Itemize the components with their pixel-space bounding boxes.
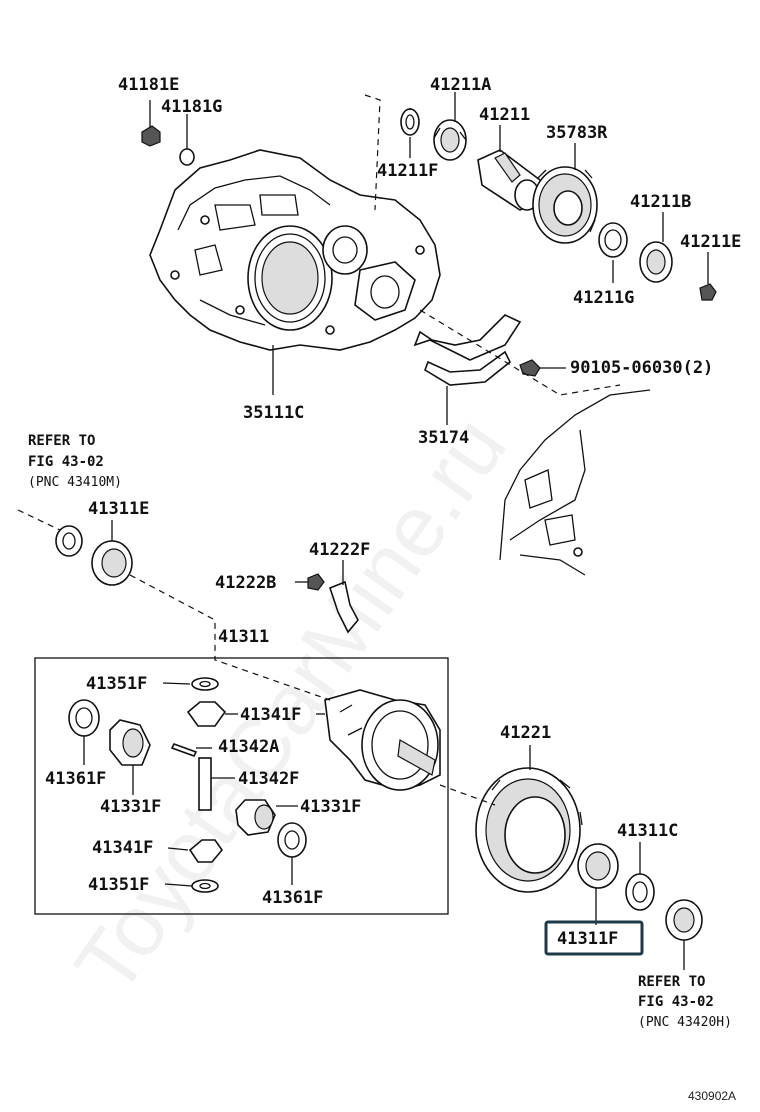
label-41221: 41221 xyxy=(500,723,551,743)
refer-top-line2: FIG 43-02 xyxy=(28,454,104,470)
label-41311F-highlighted[interactable]: 41311F xyxy=(557,929,618,949)
label-41222B: 41222B xyxy=(215,573,276,593)
label-41181E: 41181E xyxy=(118,75,179,95)
part-labels: 41181E 41181G 41211A 41211 35783R 41211F… xyxy=(28,75,741,1103)
label-41331F-left: 41331F xyxy=(100,797,161,817)
left-bearing-parts xyxy=(55,525,359,634)
leader-lines xyxy=(83,92,709,970)
label-41342F: 41342F xyxy=(238,769,299,789)
label-41211G: 41211G xyxy=(573,288,634,308)
label-41361F-bottom: 41361F xyxy=(262,888,323,908)
label-41341F-top: 41341F xyxy=(240,705,301,725)
oil-plate-drawing xyxy=(413,314,541,386)
label-41211F: 41211F xyxy=(377,161,438,181)
engine-fragment-drawing xyxy=(499,389,651,576)
differential-box xyxy=(34,657,449,915)
label-41342A: 41342A xyxy=(218,737,279,757)
label-35783R: 35783R xyxy=(546,123,608,143)
refer-bottom-line2: FIG 43-02 xyxy=(638,994,714,1010)
transaxle-case-drawing xyxy=(149,149,441,351)
refer-bottom-line3: (PNC 43420H) xyxy=(638,1015,732,1030)
upper-shaft-parts xyxy=(141,108,717,301)
label-41351F-top: 41351F xyxy=(86,674,147,694)
dashed-guide-lines xyxy=(17,94,621,806)
diagram-code: 430902A xyxy=(688,1089,736,1103)
label-41211E: 41211E xyxy=(680,232,741,252)
label-41351F-bottom: 41351F xyxy=(88,875,149,895)
ring-gear-parts xyxy=(475,767,703,941)
label-41211A: 41211A xyxy=(430,75,491,95)
label-41361F-left: 41361F xyxy=(45,769,106,789)
label-41341F-bottom: 41341F xyxy=(92,838,153,858)
refer-bottom-line1: REFER TO xyxy=(638,974,705,990)
label-41311C: 41311C xyxy=(617,821,678,841)
highlight-box xyxy=(544,920,644,956)
label-41222F: 41222F xyxy=(309,540,370,560)
label-41181G: 41181G xyxy=(161,97,222,117)
label-90105-06030: 90105-06030(2) xyxy=(570,358,713,378)
label-41311E: 41311E xyxy=(88,499,149,519)
label-41331F-right: 41331F xyxy=(300,797,361,817)
label-41211B: 41211B xyxy=(630,192,691,212)
label-41311: 41311 xyxy=(218,627,269,647)
label-41211: 41211 xyxy=(479,105,530,125)
label-35111C: 35111C xyxy=(243,403,304,423)
refer-top-line3: (PNC 43410M) xyxy=(28,475,122,490)
label-35174: 35174 xyxy=(418,428,469,448)
refer-top-line1: REFER TO xyxy=(28,433,95,449)
